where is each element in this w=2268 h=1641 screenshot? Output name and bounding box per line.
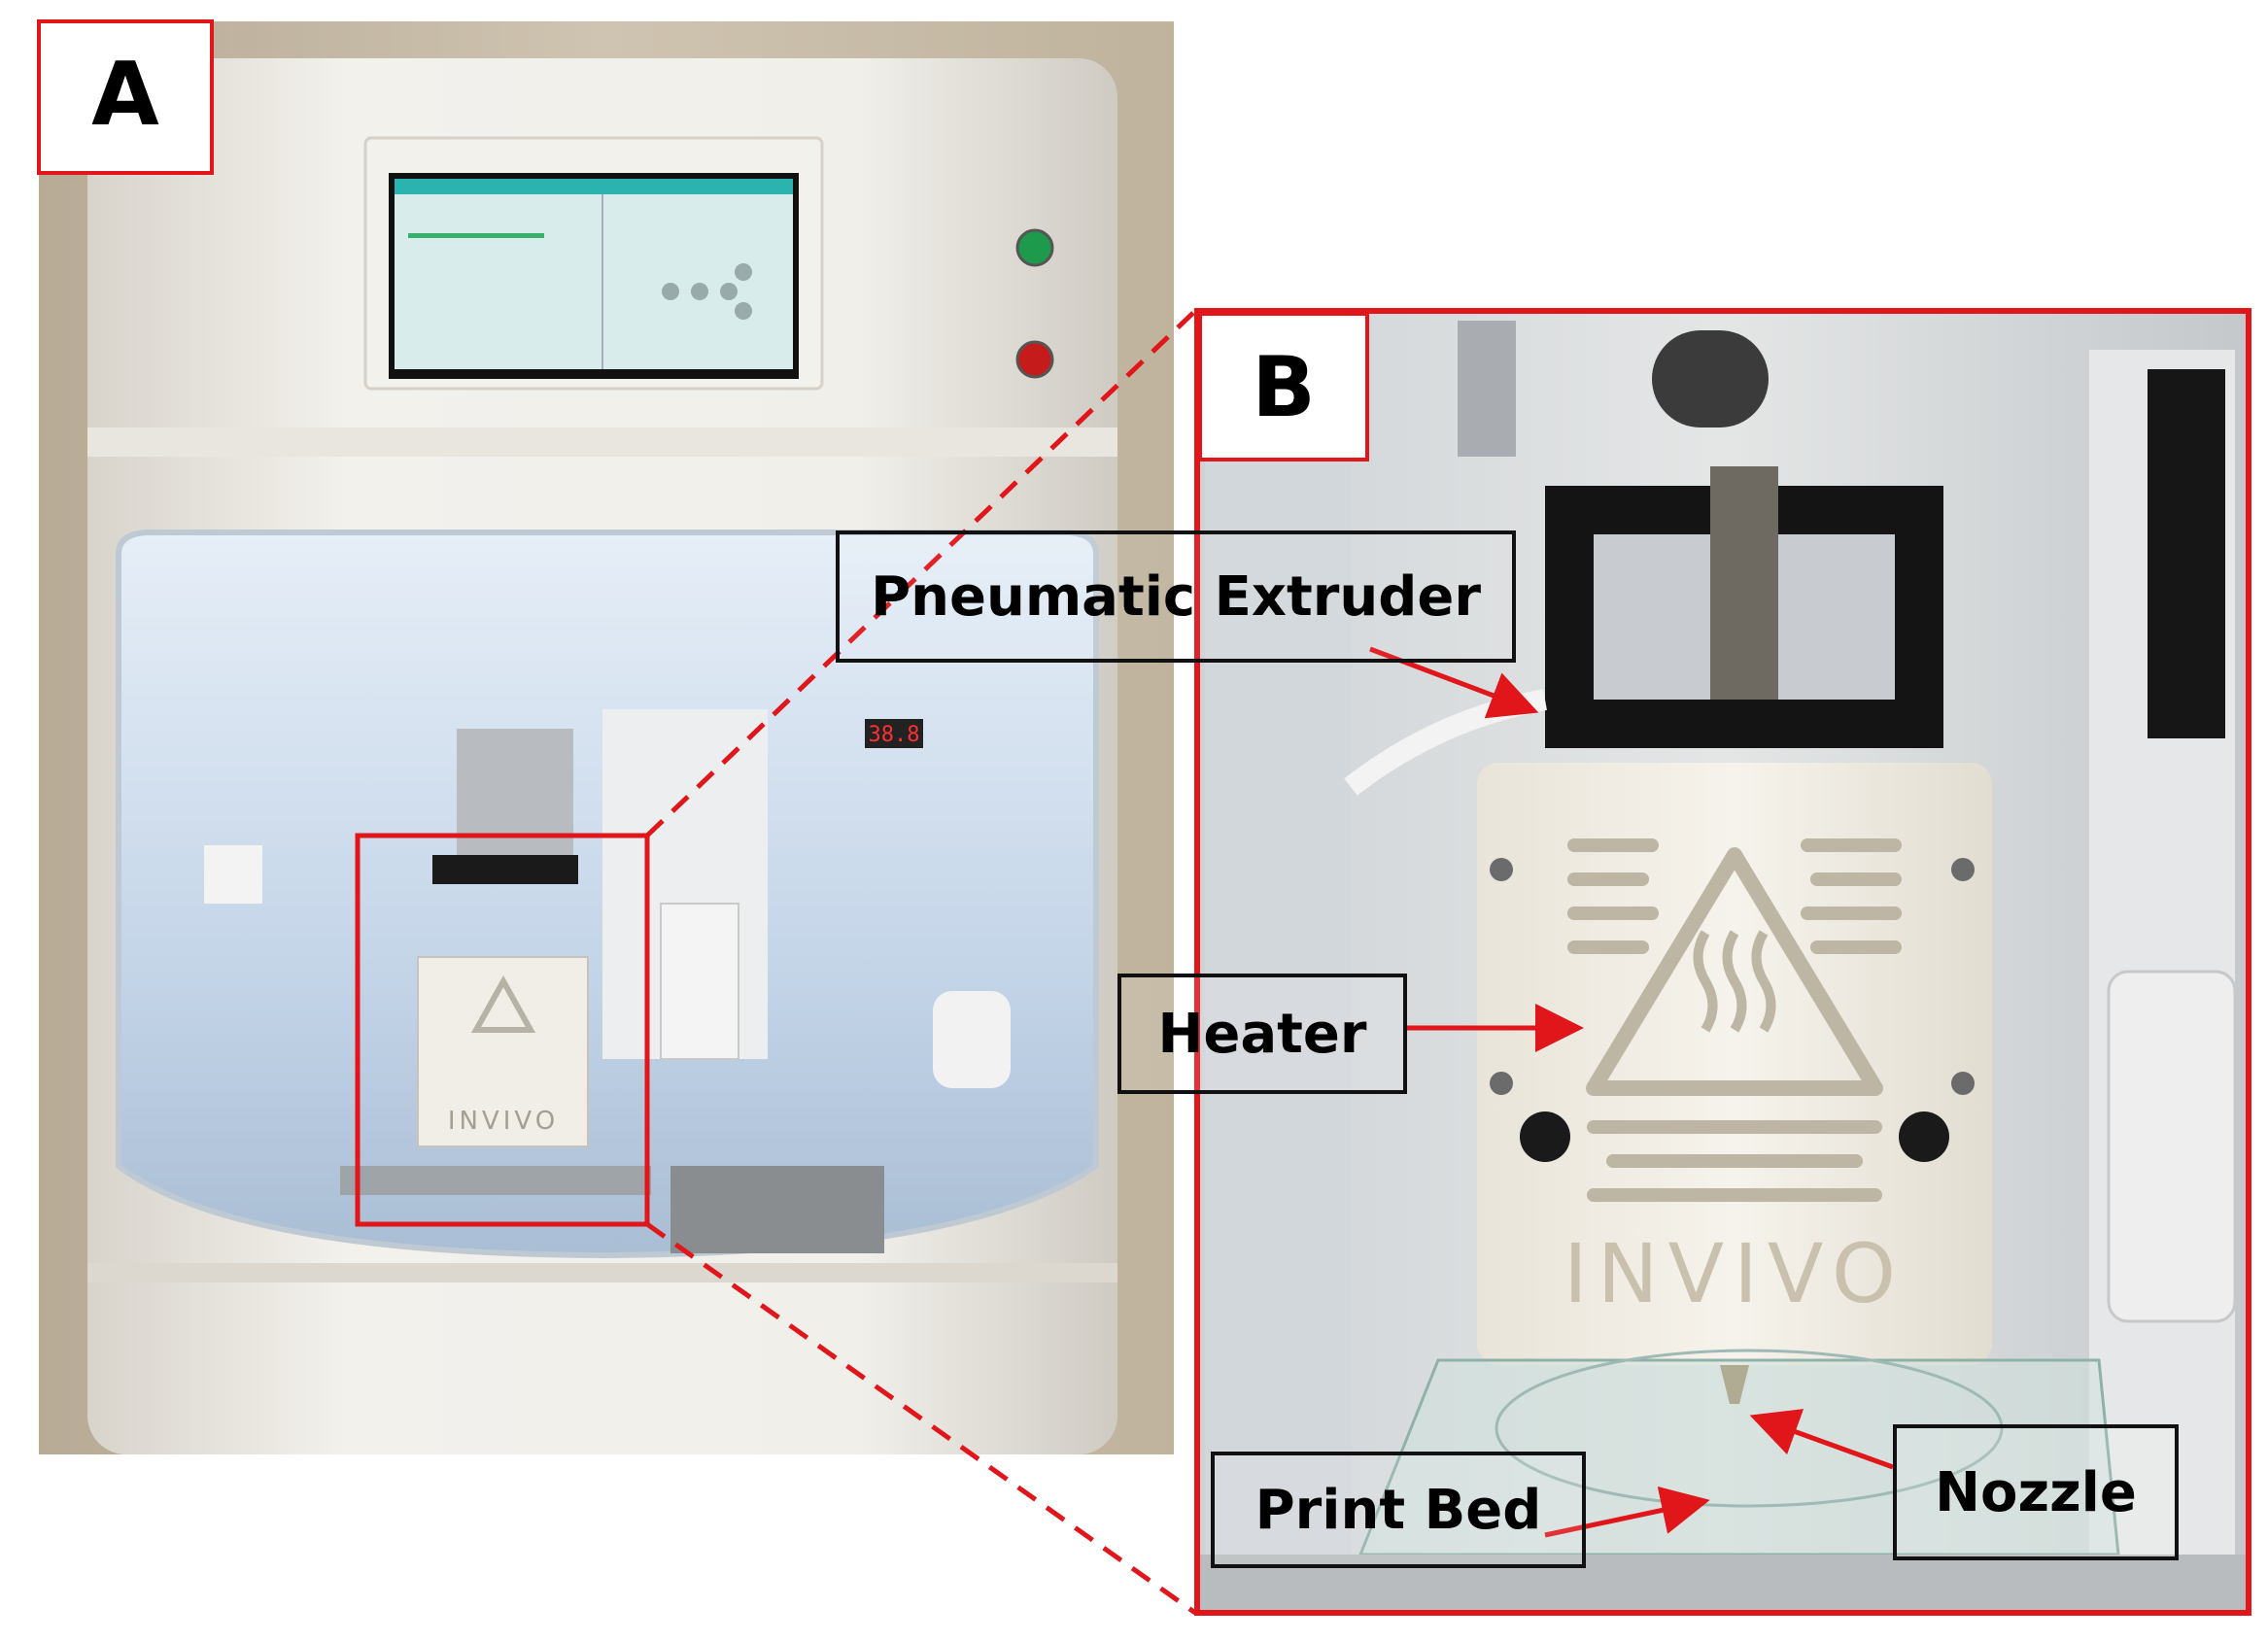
callout-nozzle: Nozzle <box>1893 1424 2179 1560</box>
red-button <box>1015 340 1054 379</box>
svg-text:B: B <box>1252 339 1316 436</box>
temperature-display: 38.8 <box>869 723 920 747</box>
arrow-print-bed <box>1544 1486 1710 1538</box>
callout-pneumatic-extruder: Pneumatic Extruder <box>836 530 1516 663</box>
zoom-highlight-box <box>355 833 650 1227</box>
zoom-connector-bottom <box>645 1221 1197 1616</box>
panel-a-label: A <box>37 19 214 175</box>
panel-b-label: B <box>1198 312 1369 462</box>
invivo-logo-large: INVIVO <box>1564 1226 1906 1321</box>
invivo-logo-small: INVIVO <box>448 1107 559 1136</box>
green-button <box>1015 228 1054 267</box>
panel-b-border <box>1194 308 2251 1616</box>
svg-text:A: A <box>91 44 159 146</box>
touch-screen <box>363 136 824 391</box>
panel-b-photo: INVIVO <box>1197 311 2249 1613</box>
callout-heater: Heater <box>1117 974 1407 1094</box>
callout-print-bed: Print Bed <box>1211 1452 1586 1568</box>
panel-a-photo: INVIVO 38.8 <box>39 21 1174 1454</box>
zoom-connector-top <box>645 309 1197 838</box>
arrow-nozzle <box>1749 1409 1894 1470</box>
